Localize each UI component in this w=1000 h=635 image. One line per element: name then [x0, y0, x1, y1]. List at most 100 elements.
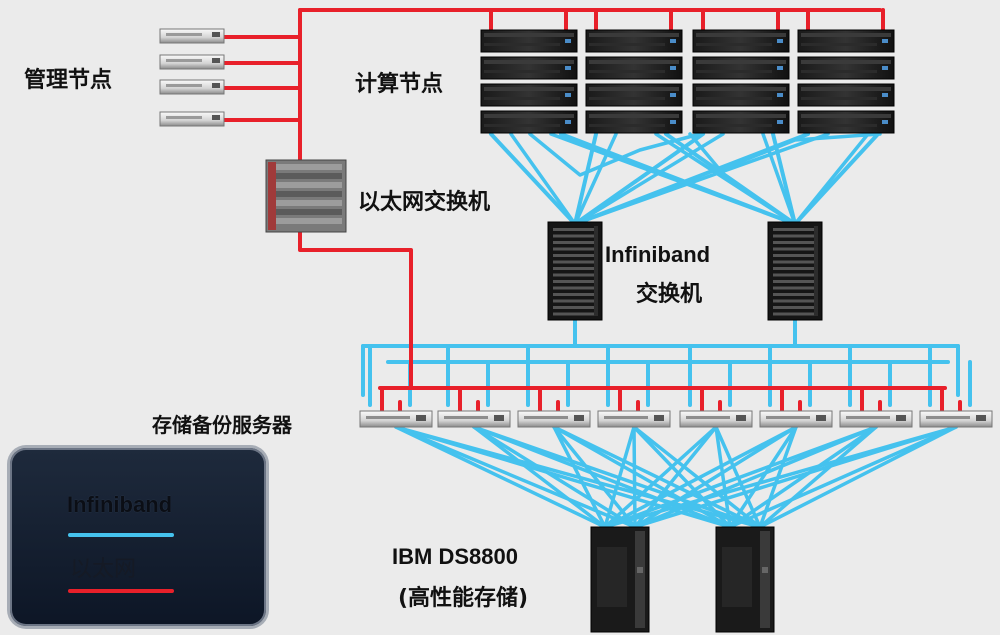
compute-server-vent — [484, 70, 560, 73]
compute-rack-2 — [585, 29, 683, 134]
compute-server-vent — [801, 60, 891, 64]
ib-switch-port-row — [553, 247, 597, 251]
compute-server-vent — [801, 43, 877, 46]
backup-panel — [736, 415, 746, 421]
ib-switch-port-row — [773, 228, 817, 231]
storage-door — [760, 531, 770, 628]
infiniband-links — [361, 132, 972, 529]
ib-switch-side — [814, 226, 818, 316]
compute-server-vent — [696, 70, 772, 73]
compute-server-led — [882, 120, 888, 124]
ethernet-switch — [265, 159, 347, 233]
compute-server-vent — [696, 60, 786, 64]
backup-server-3 — [517, 410, 591, 428]
backup-servers-label: 存储备份服务器 — [152, 413, 292, 437]
backup-drive-bay — [366, 416, 410, 419]
ethernet-links — [220, 8, 962, 414]
backup-server-7 — [839, 410, 913, 428]
compute-server-vent — [696, 33, 786, 37]
ib-switch-port-row — [773, 286, 817, 290]
server-drive-bay — [166, 59, 202, 62]
storage-badge — [762, 567, 768, 573]
compute-server-vent — [801, 124, 877, 127]
backup-drive-bay — [444, 416, 488, 419]
backup-drive-bay — [604, 416, 648, 419]
switch-module — [270, 191, 342, 197]
legend-infiniband-swatch — [68, 533, 174, 537]
compute-server-vent — [801, 97, 877, 100]
ib-link-backup-to-storage — [394, 425, 607, 529]
management-nodes-label: 管理节点 — [24, 68, 113, 93]
management-node-2 — [159, 54, 225, 70]
compute-server-vent — [484, 97, 560, 100]
ib-switch-port-row — [773, 273, 817, 277]
ib-link-backup-to-storage — [728, 425, 878, 529]
server-panel — [212, 58, 220, 63]
compute-server-led — [777, 66, 783, 70]
ib-link-compute-to-switch — [793, 132, 870, 226]
storage-front-panel — [597, 547, 627, 607]
ib-switch-port-row — [773, 234, 817, 238]
compute-server-led — [882, 93, 888, 97]
ib-link-backup-to-storage — [728, 425, 798, 529]
compute-server-vent — [484, 60, 574, 64]
server-drive-bay — [166, 33, 202, 36]
compute-server-led — [882, 39, 888, 43]
ib-link-backup-to-storage — [603, 425, 718, 529]
backup-panel — [416, 415, 426, 421]
storage-front-panel — [722, 547, 752, 607]
compute-server-vent — [696, 43, 772, 46]
storage-unit-1 — [590, 526, 650, 633]
ib-switch-port-row — [553, 312, 597, 316]
ib-switch-port-row — [553, 280, 597, 283]
compute-server-led — [777, 93, 783, 97]
ib-link-compute-to-switch — [489, 132, 577, 226]
ib-link-backup-to-storage — [552, 425, 762, 529]
server-drive-bay — [166, 84, 202, 87]
storage-model-label: IBM DS8800 — [392, 544, 518, 569]
backup-panel — [896, 415, 906, 421]
ib-link-compute-to-switch — [549, 132, 797, 226]
infiniband-switch-label: Infiniband — [605, 242, 711, 267]
compute-server-vent — [589, 33, 679, 37]
ib-link-backup-to-storage — [633, 425, 958, 529]
ib-link-compute-to-switch — [573, 132, 725, 226]
ib-switch-port-row — [553, 299, 597, 303]
compute-server-led — [670, 120, 676, 124]
switch-module — [270, 200, 342, 206]
compute-server-vent — [696, 124, 772, 127]
ib-link-backup-to-storage — [603, 425, 798, 529]
compute-server-led — [565, 66, 571, 70]
ib-switch-port-row — [553, 234, 597, 238]
compute-server-led — [670, 66, 676, 70]
ib-switch-chassis — [767, 221, 823, 321]
compute-server-led — [777, 39, 783, 43]
compute-server-vent — [589, 97, 665, 100]
legend-infiniband-label: Infiniband — [67, 492, 173, 517]
ib-link-backup-to-storage — [552, 425, 607, 529]
compute-server-vent — [484, 124, 560, 127]
compute-nodes-label: 计算节点 — [355, 72, 444, 97]
compute-server-vent — [589, 43, 665, 46]
compute-server-vent — [801, 87, 891, 91]
ib-switch-port-row — [773, 254, 817, 257]
backup-server-2 — [437, 410, 511, 428]
ethernet-switch-label: 以太网交换机 — [358, 190, 491, 215]
ib-switch-port-row — [773, 260, 817, 264]
storage-desc-label: (高性能存储) — [398, 586, 529, 611]
ib-link-backup-to-storage — [603, 425, 878, 529]
ib-switch-port-row — [553, 228, 597, 231]
ib-switch-port-row — [553, 273, 597, 277]
backup-server-4 — [597, 410, 671, 428]
ib-link-compute-mesh — [528, 132, 702, 177]
ib-link-compute-to-switch — [573, 132, 598, 226]
ib-link-backup-to-storage — [552, 425, 732, 529]
ib-link-backup-to-storage — [728, 425, 958, 529]
compute-rack-4 — [797, 29, 895, 134]
compute-server-vent — [696, 114, 786, 118]
ib-switch-port-row — [773, 306, 817, 309]
ib-switch-port-row — [773, 293, 817, 296]
server-panel — [212, 32, 220, 37]
server-panel — [212, 115, 220, 120]
